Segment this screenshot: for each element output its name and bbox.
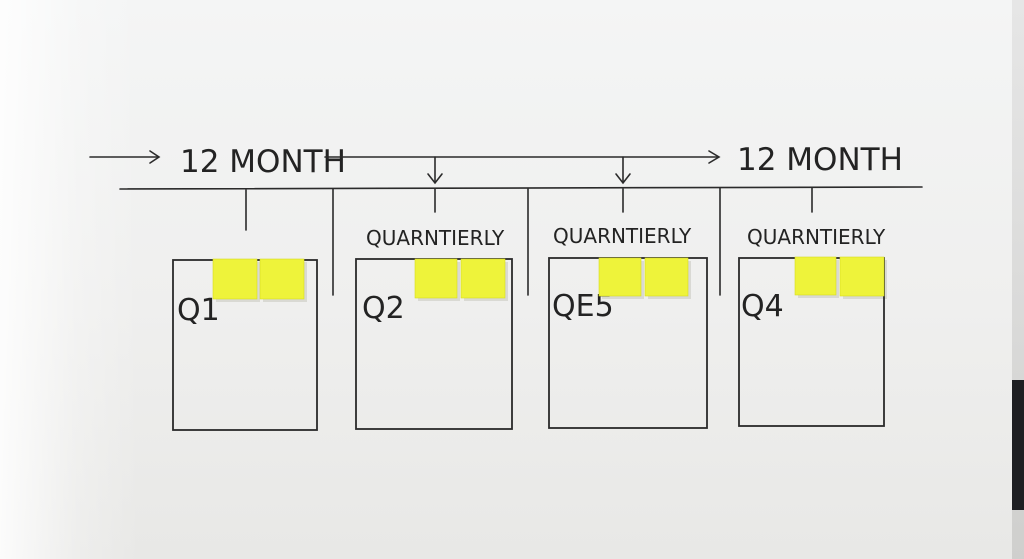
sticky-note-q1-a[interactable] [212,258,258,300]
arrow-left-head [149,150,161,164]
sticky-note-q1-b[interactable] [259,258,305,300]
quarter-2-heading: QUARNTIERLY [366,226,505,250]
sticky-note-q3-b[interactable] [644,257,689,297]
quarter-2-label: Q2 [362,291,405,326]
arrow-middle-head [708,150,721,164]
window-light-glow [0,0,140,559]
sticky-note-q2-a[interactable] [414,258,458,299]
down-arrow-1-head [427,173,443,185]
quarter-4-label: Q4 [741,289,784,324]
sticky-note-q3-a[interactable] [598,257,642,297]
timeline-axis [119,186,923,190]
sticky-note-q4-b[interactable] [839,256,885,297]
quarter-4-heading: QUARNTIERLY [747,225,886,249]
sticky-note-q2-b[interactable] [460,258,506,299]
quarter-3-heading: QUARNTIERLY [553,224,692,248]
background-object [1012,380,1024,510]
down-arrow-2-head [615,173,631,185]
sticky-note-q4-a[interactable] [794,256,837,296]
timeline-right-label: 12 MONTH [737,142,903,178]
timeline-left-label: 12 MONTH [180,144,346,180]
quarter-1-label: Q1 [177,293,220,328]
